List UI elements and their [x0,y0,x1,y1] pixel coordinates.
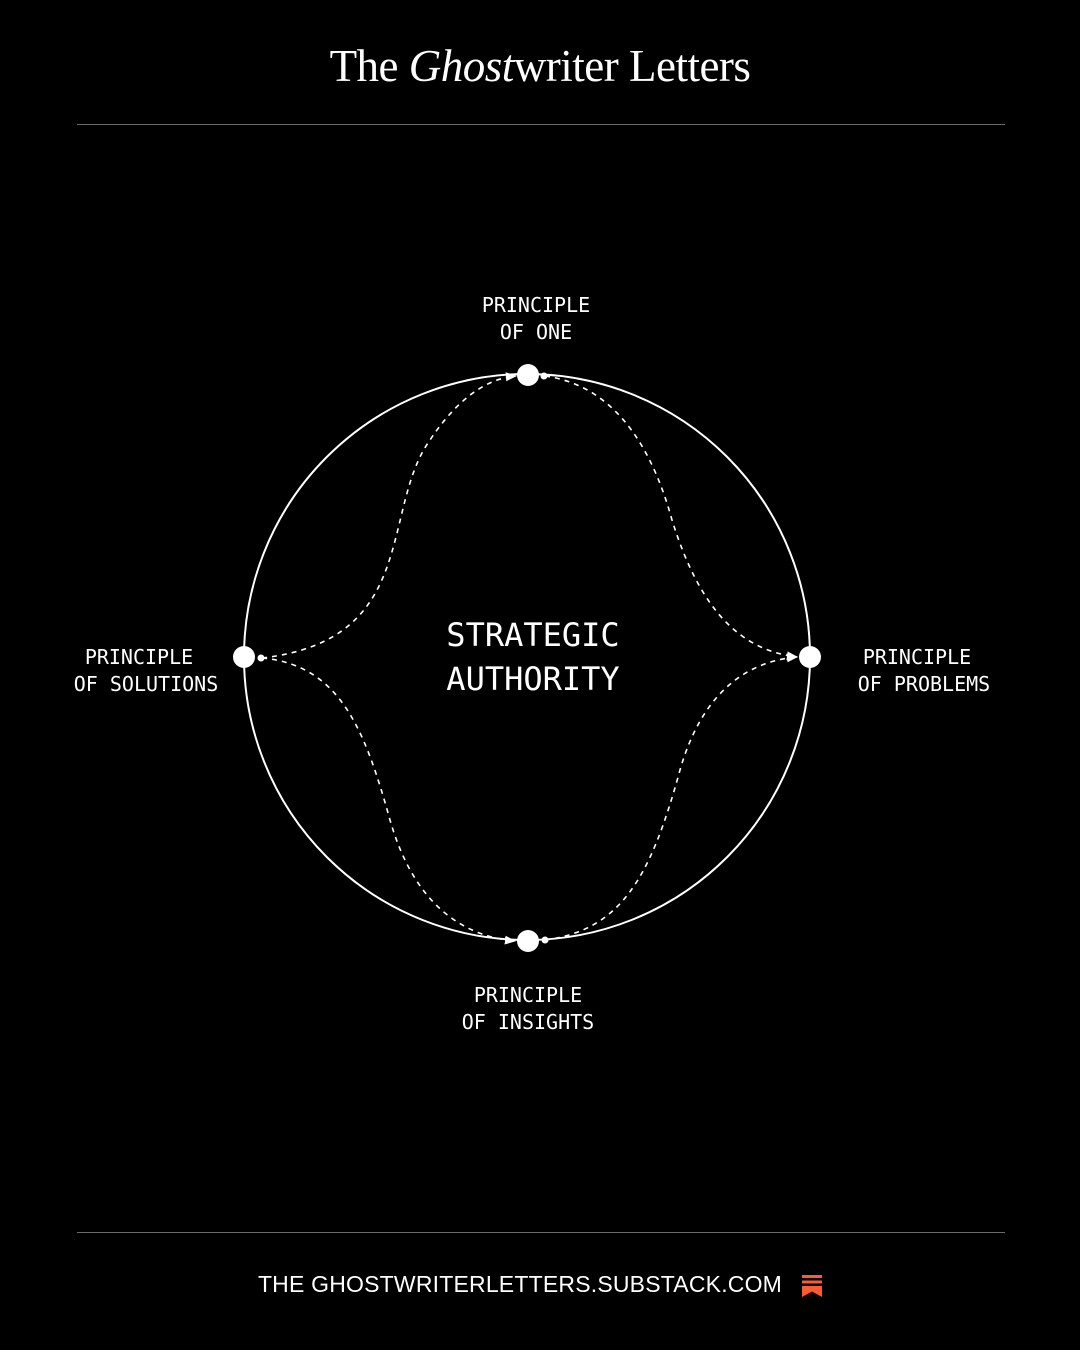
node-right [799,646,821,668]
substack-bookmark-icon [802,1274,823,1297]
outer-circle [243,373,811,941]
label-right-line1: PRINCIPLE [863,645,971,669]
title-part-1: The [329,41,409,91]
label-bottom-line2: OF INSIGHTS [462,1010,594,1034]
top-divider [77,124,1005,125]
connector-solutions-to-one [261,372,518,659]
dashed-connectors [261,372,799,945]
footer-content: THE GHOSTWRITERLETTERS.SUBSTACK.COM [257,1266,823,1302]
connector-insights-to-problems [544,653,799,941]
title-italic: Ghost [408,41,515,91]
center-title-line2: AUTHORITY [446,660,619,698]
label-left-line2: OF SOLUTIONS [74,672,219,696]
tail-dot-top [540,372,548,380]
label-top-line2: OF ONE [500,320,572,344]
node-bottom [517,930,539,952]
label-left-line1: PRINCIPLE [85,645,193,669]
node-left [233,646,255,668]
label-top-line1: PRINCIPLE [482,293,590,317]
publication-title: The Ghostwriter Letters [0,38,1080,94]
node-top [517,364,539,386]
tail-dot-bottom [541,936,549,944]
footer: THE GHOSTWRITERLETTERS.SUBSTACK.COM [0,1266,1080,1302]
footer-url-link[interactable]: THE GHOSTWRITERLETTERS.SUBSTACK.COM [257,1271,783,1297]
connector-solutions-to-insights [261,657,517,945]
tail-dot-left [257,654,265,662]
label-bottom-line1: PRINCIPLE [474,983,582,1007]
title-part-2: writer Letters [513,41,751,91]
center-title-line1: STRATEGIC [446,616,619,654]
connector-one-to-problems [544,375,799,661]
label-right-line2: OF PROBLEMS [858,672,990,696]
bottom-divider [77,1232,1005,1233]
